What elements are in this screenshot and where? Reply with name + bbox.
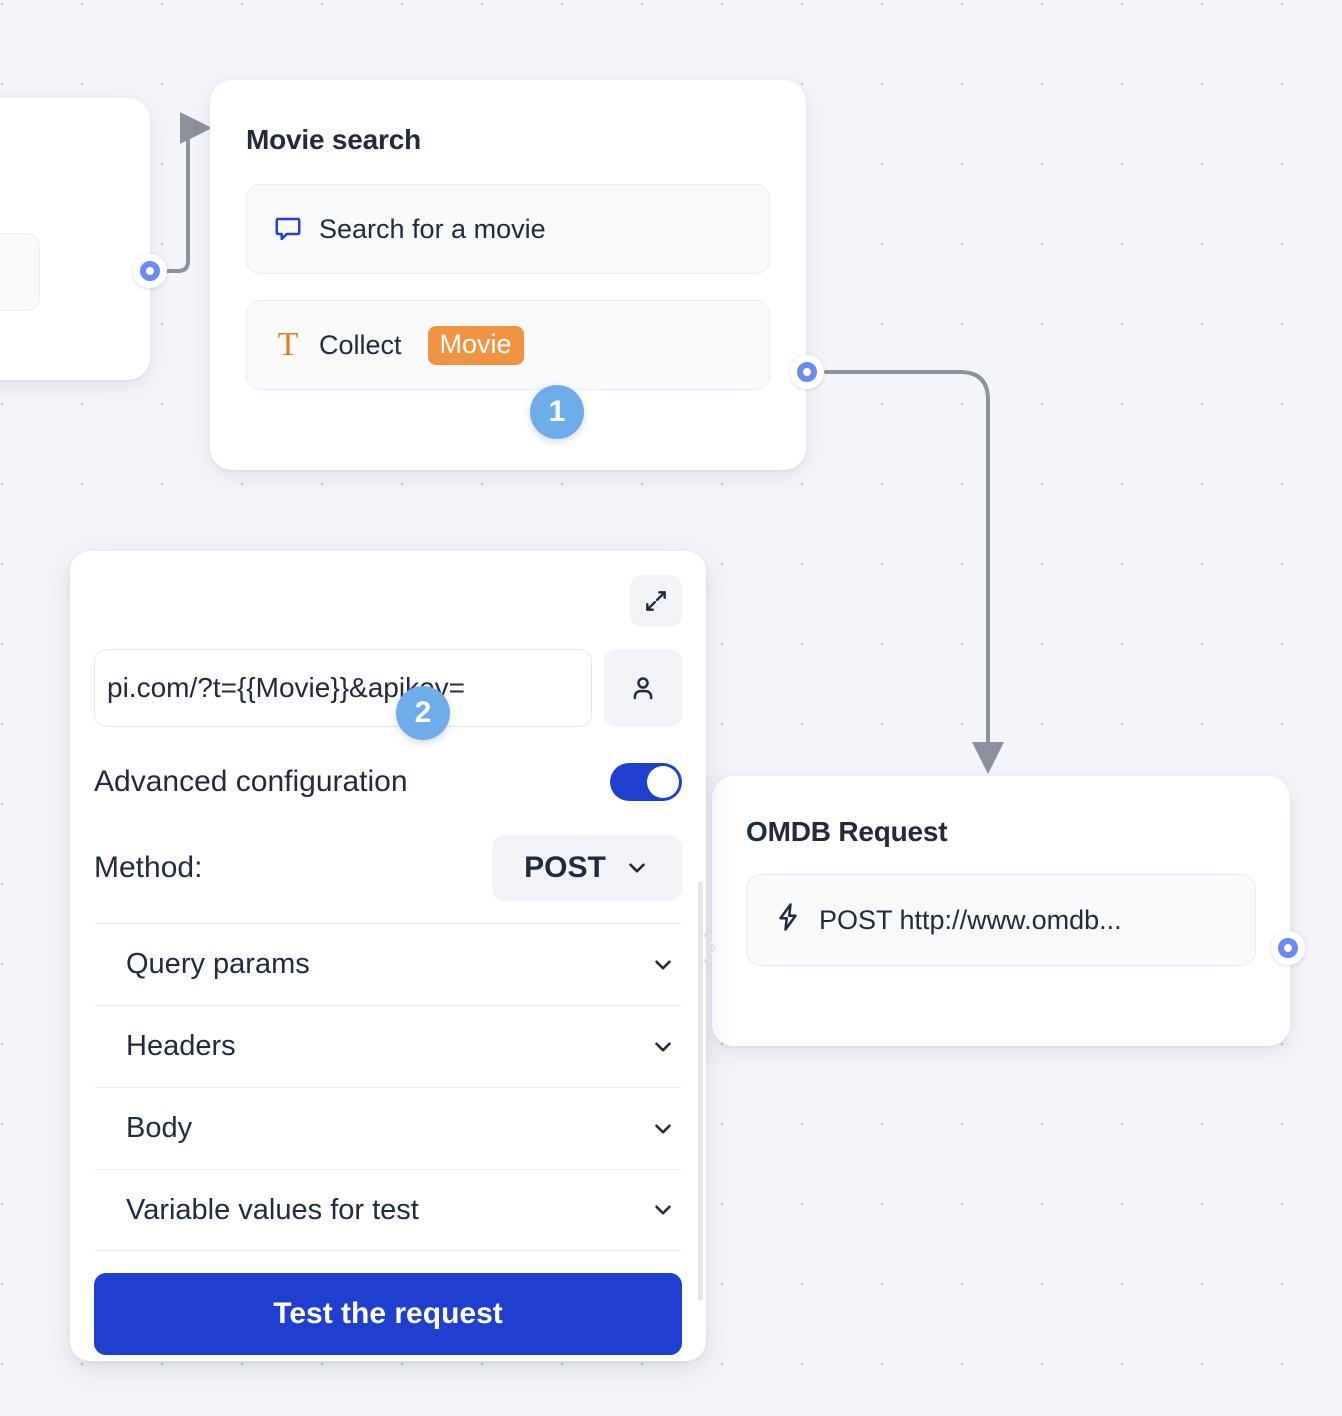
accordion-headers[interactable]: Headers (94, 1005, 682, 1087)
accordion-label: Variable values for test (126, 1193, 419, 1226)
test-the-request-button[interactable]: Test the request (94, 1273, 682, 1355)
bolt-icon (773, 902, 803, 939)
request-url-input[interactable]: pi.com/?t={{Movie}}&apikey= (94, 649, 592, 727)
chat-bubble-icon (273, 214, 303, 244)
accordion-label: Query params (126, 948, 310, 980)
method-value: POST (524, 851, 606, 884)
advanced-configuration-row[interactable]: Advanced configuration (94, 763, 682, 801)
accordion-label: Body (126, 1112, 193, 1144)
edge-movie-to-omdb (824, 370, 1004, 774)
person-icon[interactable] (604, 649, 682, 727)
panel-collapse-chevron-icon[interactable] (700, 930, 720, 966)
node-card-partial[interactable] (0, 98, 150, 380)
node-row-label: POST http://www.omdb... (819, 904, 1122, 935)
accordion-list: Query params Headers Body (94, 923, 682, 1251)
accordion-variable-values-for-test[interactable]: Variable values for test (94, 1169, 682, 1251)
node-row-partial[interactable] (0, 233, 40, 311)
method-row: Method: POST (94, 835, 682, 901)
chevron-down-icon (655, 959, 671, 970)
node-title-movie-search: Movie search (246, 124, 422, 155)
node-row-label: Collect (319, 329, 402, 360)
step-badge-1: 1 (530, 385, 584, 439)
expand-diagonal-icon[interactable] (630, 575, 682, 627)
node-row-post-request[interactable]: POST http://www.omdb... (746, 874, 1256, 966)
connection-handle-source-omdb[interactable] (1271, 931, 1305, 965)
chevron-down-icon (655, 1205, 671, 1215)
chevron-down-icon (655, 1041, 671, 1052)
node-row-collect-movie[interactable]: T Collect Movie (246, 300, 770, 390)
step-badge-2: 2 (396, 686, 450, 740)
node-row-search-for-a-movie[interactable]: Search for a movie (246, 184, 770, 274)
node-title-omdb-request: OMDB Request (746, 816, 948, 847)
accordion-label: Headers (126, 1030, 236, 1062)
method-select[interactable]: POST (492, 835, 682, 901)
connection-handle-source-partial[interactable] (133, 254, 167, 288)
advanced-configuration-toggle[interactable] (610, 763, 682, 801)
variable-chip-movie[interactable]: Movie (427, 325, 524, 365)
connection-handle-source-movie-search[interactable] (790, 355, 824, 389)
advanced-configuration-label: Advanced configuration (94, 765, 408, 798)
panel-scrollbar[interactable] (698, 881, 703, 1301)
request-config-panel[interactable]: pi.com/?t={{Movie}}&apikey= Advanced con… (70, 551, 706, 1361)
node-card-movie-search[interactable]: Movie search Search for a movie T Collec… (210, 80, 806, 470)
method-label: Method: (94, 851, 203, 884)
accordion-query-params[interactable]: Query params (94, 923, 682, 1005)
text-t-icon: T (277, 326, 299, 363)
edge-partial-to-movie (166, 112, 212, 273)
node-card-omdb-request[interactable]: OMDB Request POST http://www.omdb... (712, 776, 1290, 1046)
accordion-body[interactable]: Body (94, 1087, 682, 1169)
chevron-down-icon (629, 863, 645, 873)
node-row-label: Search for a movie (319, 213, 546, 244)
chevron-down-icon (655, 1123, 671, 1134)
